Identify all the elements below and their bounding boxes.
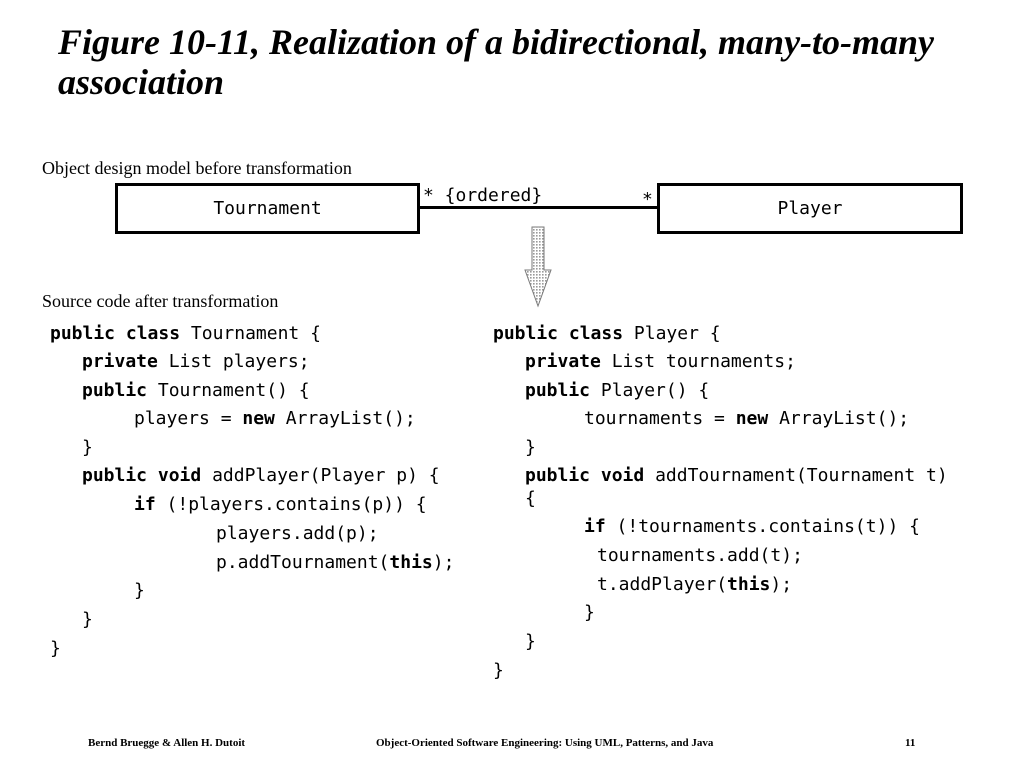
code-text: players.add(p);: [216, 523, 379, 544]
code-keyword: if: [134, 494, 156, 515]
code-text: List tournaments;: [600, 351, 796, 372]
code-line: t.addPlayer(this);: [597, 574, 792, 596]
footer-book-title: Object-Oriented Software Engineering: Us…: [376, 737, 714, 749]
code-line: p.addTournament(this);: [216, 552, 454, 574]
code-text: }: [82, 437, 93, 458]
slide-title: Figure 10-11, Realization of a bidirecti…: [58, 22, 935, 102]
code-text: }: [493, 660, 504, 681]
code-keyword: public: [82, 465, 148, 486]
code-text: Tournament {: [180, 323, 321, 344]
code-text: addTournament(Tournament t): [644, 465, 948, 486]
code-line: public class Tournament {: [50, 323, 321, 345]
code-text: );: [432, 552, 455, 573]
player-class-box: Player: [657, 183, 963, 234]
code-text: }: [50, 638, 61, 659]
code-line: public void addTournament(Tournament t): [525, 465, 948, 487]
tournament-class-name: Tournament: [213, 198, 322, 219]
code-text: [558, 323, 569, 344]
code-line: }: [584, 602, 595, 624]
code-line: players = new ArrayList();: [134, 408, 416, 430]
code-line: }: [82, 609, 93, 631]
code-line: public void addPlayer(Player p) {: [82, 465, 440, 487]
code-text: p.addTournament(: [216, 552, 390, 573]
code-keyword: void: [600, 465, 645, 486]
code-keyword: private: [525, 351, 601, 372]
code-text: tournaments.add(t);: [597, 545, 803, 566]
code-line: private List tournaments;: [525, 351, 796, 373]
player-end-multiplicity: *: [642, 189, 653, 210]
player-class-name: Player: [777, 198, 843, 219]
code-text: (!tournaments.contains(t)) {: [605, 516, 920, 537]
code-text: [147, 465, 158, 486]
code-line: players.add(p);: [216, 523, 379, 545]
code-label: Source code after transformation: [42, 291, 279, 311]
code-line: tournaments = new ArrayList();: [584, 408, 909, 430]
code-text: t.addPlayer(: [597, 574, 728, 595]
code-keyword: if: [584, 516, 606, 537]
code-keyword: this: [389, 552, 433, 573]
code-text: players =: [134, 408, 243, 429]
tournament-class-box: Tournament: [115, 183, 420, 234]
code-text: Tournament() {: [147, 380, 310, 401]
code-text: );: [770, 574, 793, 595]
code-line: tournaments.add(t);: [597, 545, 803, 567]
code-line: if (!players.contains(p)) {: [134, 494, 427, 516]
code-keyword: public: [50, 323, 116, 344]
code-text: }: [525, 437, 536, 458]
code-text: List players;: [157, 351, 310, 372]
diagram-label: Object design model before transformatio…: [42, 158, 352, 178]
code-text: }: [584, 602, 595, 623]
code-keyword: class: [568, 323, 624, 344]
code-line: }: [82, 437, 93, 459]
code-line: }: [134, 580, 145, 602]
code-keyword: void: [157, 465, 202, 486]
code-text: [115, 323, 126, 344]
code-text: tournaments =: [584, 408, 736, 429]
code-text: }: [134, 580, 145, 601]
code-line: public Tournament() {: [82, 380, 310, 402]
code-line: }: [50, 638, 61, 660]
code-keyword: public: [525, 465, 591, 486]
code-text: }: [525, 631, 536, 652]
code-line: {: [525, 488, 536, 510]
transformation-arrow-icon: [524, 226, 552, 308]
code-text: Player {: [623, 323, 721, 344]
association-line: [418, 206, 659, 209]
code-line: public class Player {: [493, 323, 721, 345]
code-text: {: [525, 488, 536, 509]
code-keyword: public: [525, 380, 591, 401]
code-line: }: [525, 631, 536, 653]
code-keyword: public: [82, 380, 148, 401]
footer-authors: Bernd Bruegge & Allen H. Dutoit: [88, 737, 246, 749]
code-text: ArrayList();: [768, 408, 910, 429]
code-keyword: private: [82, 351, 158, 372]
ordered-multiplicity-label: * {ordered}: [423, 185, 543, 206]
code-line: if (!tournaments.contains(t)) {: [584, 516, 920, 538]
code-line: }: [493, 660, 504, 682]
code-keyword: class: [125, 323, 181, 344]
code-text: }: [82, 609, 93, 630]
code-text: addPlayer(Player p) {: [201, 465, 440, 486]
code-text: [590, 465, 601, 486]
code-line: }: [525, 437, 536, 459]
code-text: ArrayList();: [274, 408, 416, 429]
code-text: (!players.contains(p)) {: [155, 494, 427, 515]
code-line: private List players;: [82, 351, 310, 373]
code-keyword: new: [242, 408, 275, 429]
code-line: public Player() {: [525, 380, 709, 402]
code-keyword: new: [735, 408, 769, 429]
code-keyword: this: [727, 574, 771, 595]
code-text: Player() {: [590, 380, 710, 401]
page-number: 11: [905, 737, 916, 749]
code-keyword: public: [493, 323, 559, 344]
